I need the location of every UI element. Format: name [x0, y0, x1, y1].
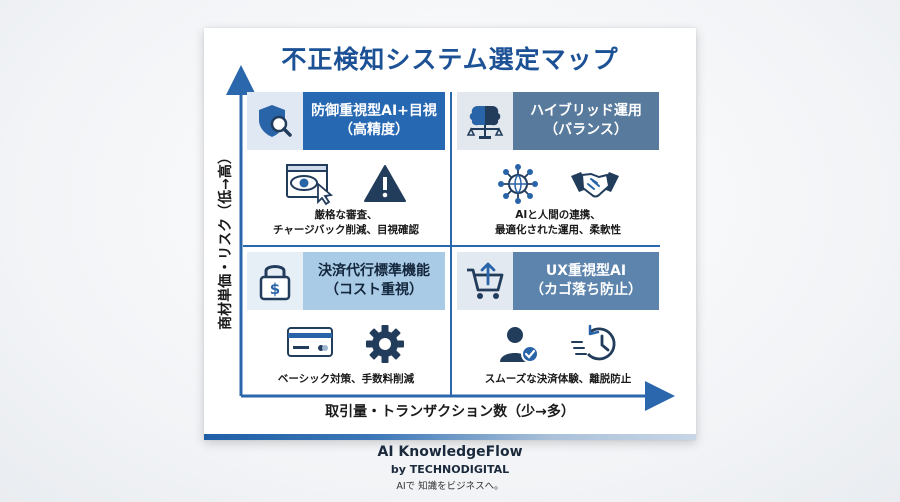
quadrant-top-right-title-line2: （バランス）: [544, 122, 628, 138]
user-check-icon: [500, 327, 539, 363]
warning-icon: [364, 165, 406, 202]
footer-tagline: AIで 知識をビジネスへ。: [396, 481, 504, 492]
quadrant-top-left-title-line1: 防御重視型AI+目視: [311, 103, 437, 119]
quadrant-top-right-title: ハイブリッド運用 （バランス）: [513, 92, 659, 150]
footer-by: by TECHNODIGITAL: [390, 463, 510, 476]
quadrant-top-left-header: 防御重視型AI+目視 （高精度）: [247, 92, 445, 150]
quadrant-bottom-left-desc: ベーシック対策、手数料削減: [247, 372, 445, 387]
footer-brand: AI KnowledgeFlow: [377, 444, 523, 460]
quadrant-bottom-left-title: 決済代行標準機能 （コスト重視）: [303, 252, 445, 310]
quadrant-bottom-left-icons: [247, 322, 445, 366]
y-axis-label: 商材単価・リスク（低→高）: [218, 150, 234, 330]
eye-screen-icon: [286, 164, 334, 206]
quadrant-bottom-right-header: UX重視型AI （カゴ落ち防止）: [457, 252, 659, 310]
quadrant-bottom-left-icon-box: $: [247, 252, 303, 310]
quadrant-top-right-icons: [457, 162, 659, 206]
quadrant-top-right-icon-box: [457, 92, 513, 150]
brain-scale-icon: [466, 106, 504, 139]
handshake-icon: [571, 172, 619, 198]
quadrant-bottom-left-header: $ 決済代行標準機能 （コスト重視）: [247, 252, 445, 310]
quadrant-bottom-right-desc: スムーズな決済体験、離脱防止: [457, 372, 659, 387]
network-icon: [498, 164, 538, 204]
x-axis-label: 取引量・トランザクション数（少→多）: [325, 404, 575, 420]
quadrant-bottom-right-title: UX重視型AI （カゴ落ち防止）: [513, 252, 659, 310]
quadrant-top-left-desc-line2: チャージバック削減、目視確認: [272, 224, 420, 236]
fast-clock-icon: [571, 324, 616, 361]
quadrant-top-left-desc-line1: 厳格な審査、: [314, 209, 378, 221]
quadrant-bottom-left-title-line1: 決済代行標準機能: [318, 263, 430, 279]
quadrant-top-left-icons: [247, 162, 445, 206]
quadrant-top-right-title-line1: ハイブリッド運用: [530, 103, 642, 119]
quadrant-top-right-desc-line1: AIと人間の連携、: [515, 209, 601, 221]
quadrant-bottom-left-desc-line1: ベーシック対策、手数料削減: [277, 373, 415, 385]
quadrant-top-right-desc-line2: 最適化された運用、柔軟性: [495, 224, 621, 236]
quadrant-bottom-right-title-line1: UX重視型AI: [545, 263, 627, 279]
quadrant-bottom-right-icons: [457, 322, 659, 366]
quadrant-top-left-title-line2: （高精度）: [339, 122, 409, 138]
quadrant-bottom-right-desc-line1: スムーズな決済体験、離脱防止: [484, 373, 632, 385]
quadrant-top-right-desc: AIと人間の連携、 最適化された運用、柔軟性: [457, 208, 659, 238]
gear-icon: [366, 325, 404, 363]
credit-card-icon: [287, 327, 333, 357]
lock-dollar-icon: $: [259, 265, 291, 301]
svg-text:$: $: [270, 280, 280, 298]
quadrant-top-left-title: 防御重視型AI+目視 （高精度）: [303, 92, 445, 150]
card-bottom-bar: [204, 434, 696, 440]
quadrant-top-left-desc: 厳格な審査、 チャージバック削減、目視確認: [247, 208, 445, 238]
quadrant-bottom-right-title-line2: （カゴ落ち防止）: [530, 282, 642, 298]
cart-icon: [467, 262, 504, 299]
quadrant-top-left-icon-box: [247, 92, 303, 150]
shield-search-icon: [259, 105, 292, 137]
quadrant-bottom-right-icon-box: [457, 252, 513, 310]
page-title: 不正検知システム選定マップ: [281, 45, 619, 74]
quadrant-bottom-left-title-line2: （コスト重視）: [325, 282, 423, 298]
quadrant-top-right-header: ハイブリッド運用 （バランス）: [457, 92, 659, 150]
